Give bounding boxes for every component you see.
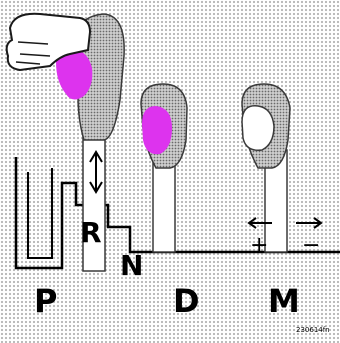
manual-plus: +: [250, 233, 268, 258]
gear-label-p: P: [34, 282, 57, 320]
gear-label-d: D: [173, 282, 200, 320]
hand-outline: [242, 106, 274, 150]
gear-label-n: N: [120, 249, 143, 282]
manual-minus: −: [302, 233, 320, 258]
gear-label-r: R: [80, 216, 102, 249]
figure-code: 230614fn: [296, 326, 330, 334]
gear-label-m: M: [268, 282, 300, 320]
magenta-hand: [142, 106, 172, 154]
